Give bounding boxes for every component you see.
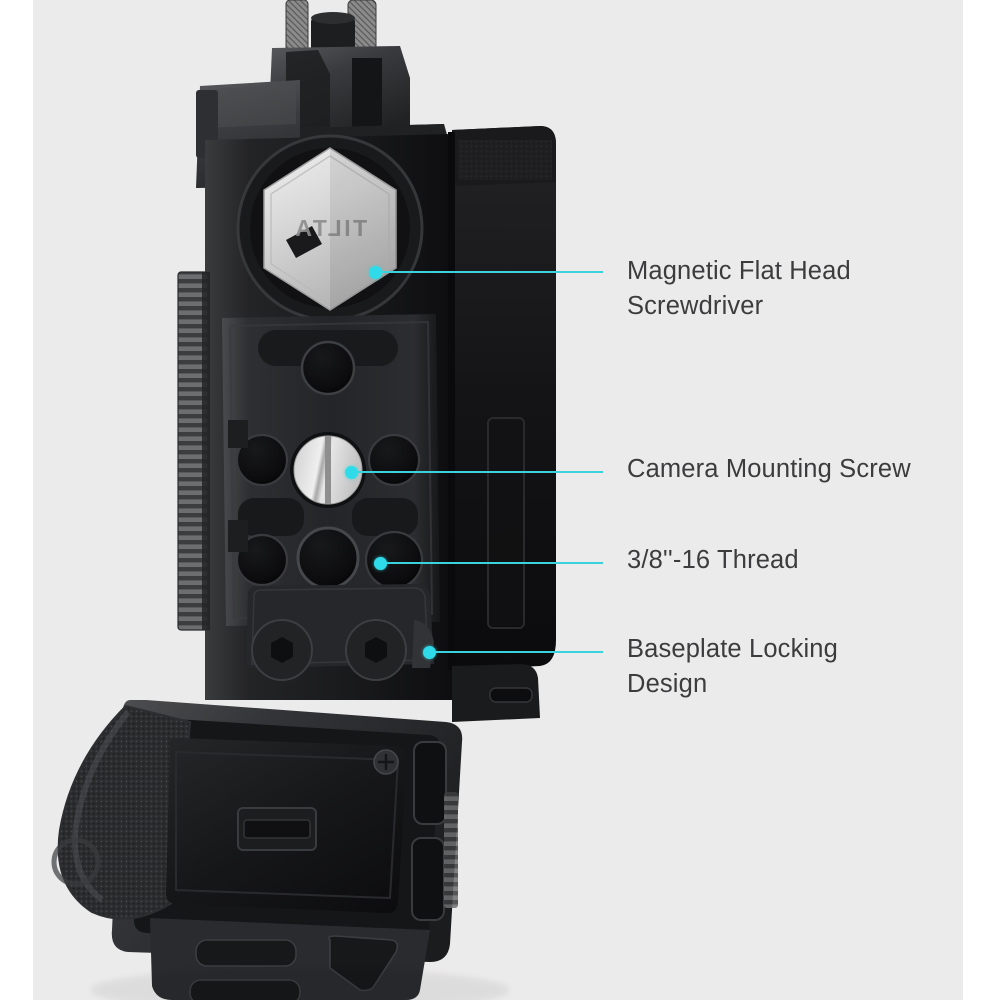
thread-holes-row: [235, 526, 424, 590]
product-photo: TILTA: [51, 0, 556, 1000]
baseplate-locking-block: [246, 584, 434, 681]
magnetic-flat-head-screwdriver-part: TILTA: [236, 134, 424, 322]
battery-door: [165, 738, 408, 914]
svg-text:TILTA: TILTA: [293, 215, 367, 241]
camera-grip-section: [51, 700, 463, 1000]
baseplate-section: [222, 314, 440, 626]
side-adjustment-knob: [177, 271, 210, 631]
camera-mounting-screw-part: [290, 432, 366, 508]
